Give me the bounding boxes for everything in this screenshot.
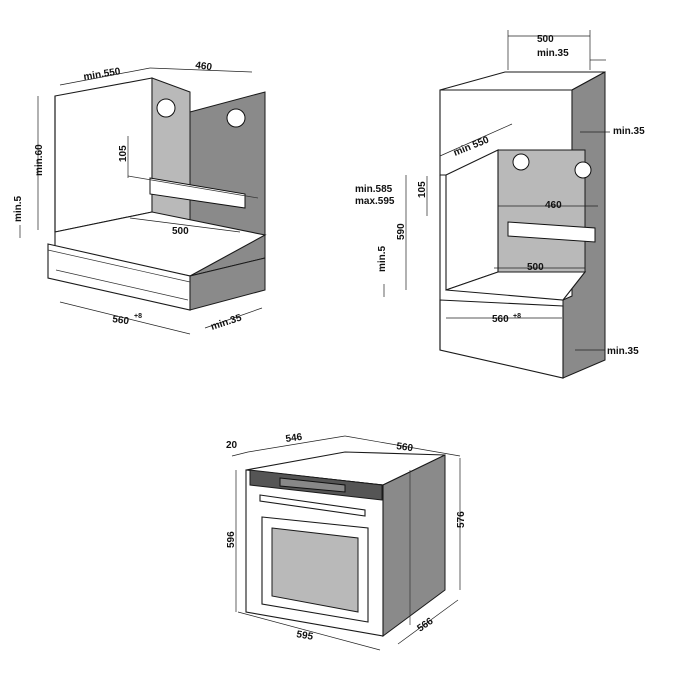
vent-slot bbox=[149, 177, 246, 209]
dim-body-height: 576 bbox=[456, 511, 467, 528]
dim-plinth-gap: min.5 bbox=[13, 195, 24, 222]
column-niche-back bbox=[497, 149, 586, 273]
dim-inner-depth: 500 bbox=[172, 226, 189, 237]
vent-hole-icon bbox=[512, 153, 530, 171]
vent-hole-icon bbox=[574, 161, 592, 179]
dim-height: 590 bbox=[396, 223, 407, 240]
dim-vent-height: 105 bbox=[118, 145, 129, 162]
oven-display bbox=[279, 477, 346, 493]
oven-side bbox=[382, 454, 446, 637]
column-lower-front bbox=[439, 299, 564, 379]
dim-top-gap: min.35 bbox=[537, 48, 569, 59]
dim-front-width: 595 bbox=[295, 629, 314, 643]
dim-side-gap-bottom: min.35 bbox=[607, 346, 639, 357]
dim-front-height: 596 bbox=[226, 531, 237, 548]
dim-front-width-tol: +8 bbox=[513, 313, 521, 320]
column-vent-slot bbox=[507, 221, 596, 243]
dim-height-left: min.60 bbox=[34, 144, 45, 176]
dim-height-range-min: min.585 bbox=[355, 184, 393, 195]
dim-plinth-gap: min.5 bbox=[377, 245, 388, 272]
dim-inner-depth: 500 bbox=[527, 262, 544, 273]
dim-panel-depth: 20 bbox=[226, 440, 238, 451]
oven-diagram: 20 546 560 596 576 595 566 bbox=[226, 432, 467, 651]
dim-depth-top: 460 bbox=[195, 60, 213, 73]
dim-side-gap-top: min.35 bbox=[613, 126, 645, 137]
dim-vent-width: 460 bbox=[545, 200, 562, 211]
dim-side-gap: min.35 bbox=[210, 312, 244, 332]
dim-front-width: 560 bbox=[492, 314, 509, 325]
dim-width-top: min.550 bbox=[83, 66, 122, 83]
dim-front-width: 560 bbox=[112, 314, 130, 327]
niche-under-counter-diagram: min.550 460 min.60 105 min.5 500 560 +8 … bbox=[13, 60, 267, 335]
oven-window bbox=[271, 527, 359, 613]
niche-back-wall bbox=[54, 77, 153, 233]
vent-hole-icon bbox=[226, 108, 246, 128]
vent-hole-icon bbox=[156, 98, 176, 118]
column-niche-left-wall bbox=[445, 149, 499, 291]
dim-overall-depth: 560 bbox=[396, 441, 414, 454]
niche-column-diagram: 500 min.35 min.35 min 550 min.585 max.59… bbox=[355, 30, 645, 379]
dim-height-range-max: max.595 bbox=[355, 196, 395, 207]
dim-vent-height: 105 bbox=[417, 181, 428, 198]
dim-front-width-tol: +8 bbox=[134, 313, 142, 320]
column-niche-floor bbox=[445, 271, 587, 301]
dim-top-depth: 546 bbox=[285, 432, 303, 445]
dim-top-depth: 500 bbox=[537, 34, 554, 45]
oven-handle[interactable] bbox=[259, 494, 366, 517]
plinth-side bbox=[189, 257, 266, 311]
